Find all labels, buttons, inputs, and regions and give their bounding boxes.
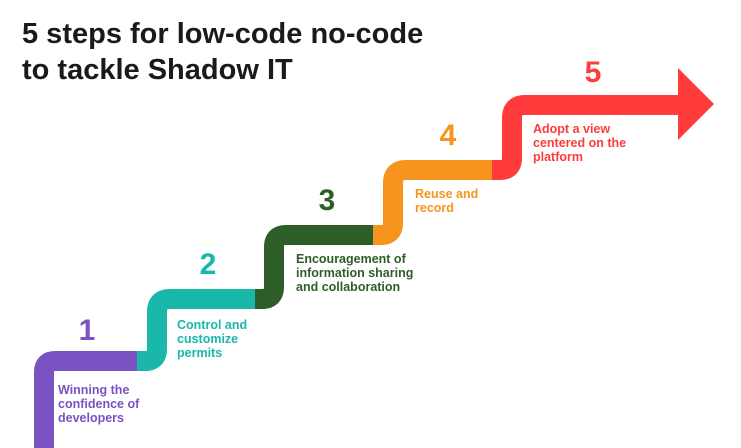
- step-1-label-line: Winning the: [58, 383, 130, 397]
- step-1-label-line: confidence of: [58, 397, 140, 411]
- step-4-label-line: record: [415, 201, 454, 215]
- step-2-label: Control and customize permits: [177, 318, 247, 360]
- step-3-label-line: information sharing: [296, 266, 414, 280]
- step-4-label: Reuse and record: [415, 187, 478, 215]
- step-5-label-line: Adopt a view: [533, 122, 611, 136]
- stair-segment-3: [255, 225, 373, 309]
- step-3-number: 3: [318, 184, 336, 217]
- stair-segment-5: [492, 95, 680, 180]
- step-3-label-line: and collaboration: [296, 280, 401, 294]
- step-2-label-line: Control and: [177, 318, 248, 332]
- step-1-label-line: developers: [58, 411, 125, 425]
- step-2-number: 2: [199, 248, 217, 281]
- step-4-label-line: Reuse and: [415, 187, 479, 201]
- stair-segment-4: [373, 160, 492, 245]
- step-1-number: 1: [78, 314, 96, 347]
- step-5-number: 5: [584, 56, 602, 89]
- step-5-label-line: centered on the: [533, 136, 627, 150]
- stair-segment-2: [137, 289, 255, 371]
- step-5-label-line: platform: [533, 150, 583, 164]
- step-1-label: Winning the confidence of developers: [58, 383, 139, 425]
- page-title: 5 steps for low-code no-code to tackle S…: [22, 16, 423, 88]
- step-2-label-line: customize: [177, 332, 239, 346]
- step-3-label: Encouragement of information sharing and…: [296, 252, 413, 294]
- step-5-label: Adopt a view centered on the platform: [533, 122, 626, 164]
- title-line-2: to tackle Shadow IT: [22, 54, 293, 86]
- arrow-head: [678, 68, 714, 140]
- step-3-label-line: Encouragement of: [296, 252, 406, 266]
- step-2-label-line: permits: [177, 346, 223, 360]
- title-line-1: 5 steps for low-code no-code: [22, 18, 424, 50]
- stair-segment-1: [34, 351, 137, 448]
- step-4-number: 4: [439, 119, 457, 152]
